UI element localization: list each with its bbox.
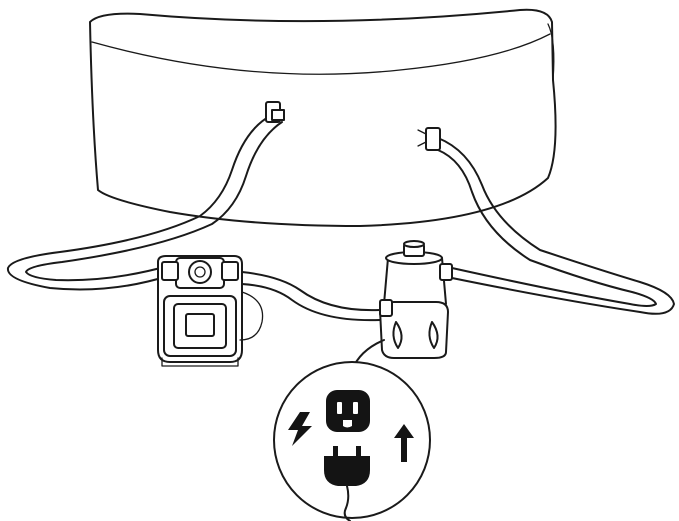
hose-icon-right [417,127,675,315]
heater-pump-icon [157,255,264,367]
up-arrow-icon [394,424,414,462]
lightning-icon [288,412,312,446]
power-callout [273,361,431,521]
hose-icon-left [6,101,285,291]
pool-icon [89,8,557,227]
power-plug-icon [324,446,370,521]
hose-icon-middle [241,271,381,322]
filter-pump-icon [351,240,453,371]
power-outlet-icon [326,390,370,432]
